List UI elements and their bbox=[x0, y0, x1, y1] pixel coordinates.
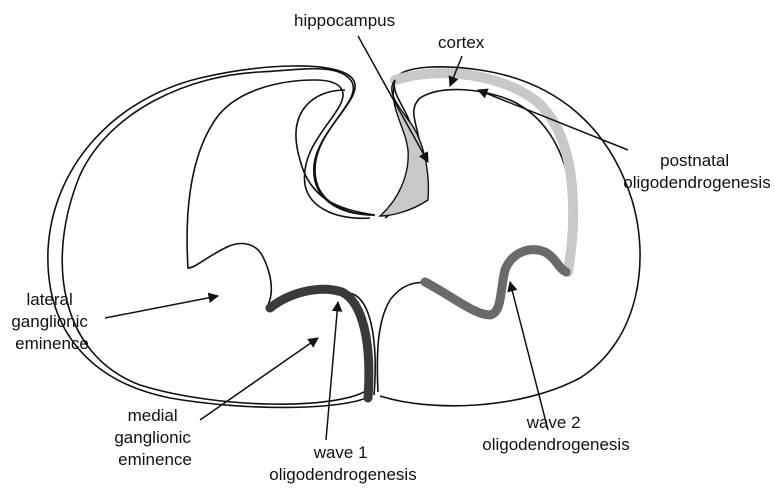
label-wave1-line1: wave 1 bbox=[313, 443, 368, 462]
label-lge-line3: eminence bbox=[15, 334, 89, 353]
label-cortex: cortex bbox=[438, 33, 485, 52]
arrow-wave1 bbox=[326, 302, 338, 440]
label-mge-line1: medial bbox=[128, 406, 178, 425]
label-hippocampus: hippocampus bbox=[294, 11, 395, 30]
arrow-lge bbox=[105, 296, 218, 318]
label-mge: medial ganglionic eminence bbox=[114, 406, 195, 469]
label-wave2-line1: wave 2 bbox=[526, 413, 581, 432]
wave2-band bbox=[425, 250, 566, 315]
label-wave2: wave 2 oligodendrogenesis bbox=[482, 413, 629, 454]
left-ventricle-outline bbox=[187, 80, 370, 305]
label-wave1-line2: oligodendrogenesis bbox=[269, 465, 416, 484]
right-lower-contour bbox=[377, 283, 445, 392]
label-mge-line3: eminence bbox=[118, 450, 192, 469]
label-lge-line2: ganglionic bbox=[11, 312, 88, 331]
arrow-postnatal bbox=[478, 90, 628, 150]
label-postnatal-line2: oligodendrogenesis bbox=[623, 173, 770, 192]
label-mge-line2: ganglionic bbox=[114, 428, 191, 447]
label-lge-line1: lateral bbox=[26, 290, 72, 309]
hippocampus-band bbox=[380, 80, 428, 216]
wave1-band bbox=[270, 289, 369, 398]
brain-outline bbox=[62, 69, 375, 404]
label-postnatal-line1: postnatal bbox=[660, 151, 729, 170]
label-wave2-line2: oligodendrogenesis bbox=[482, 435, 629, 454]
label-postnatal: postnatal oligodendrogenesis bbox=[623, 151, 770, 192]
label-wave1: wave 1 oligodendrogenesis bbox=[269, 443, 416, 484]
arrow-hippocampus bbox=[358, 36, 428, 162]
label-lge: lateral ganglionic eminence bbox=[11, 290, 92, 353]
arrow-wave2 bbox=[510, 282, 548, 430]
